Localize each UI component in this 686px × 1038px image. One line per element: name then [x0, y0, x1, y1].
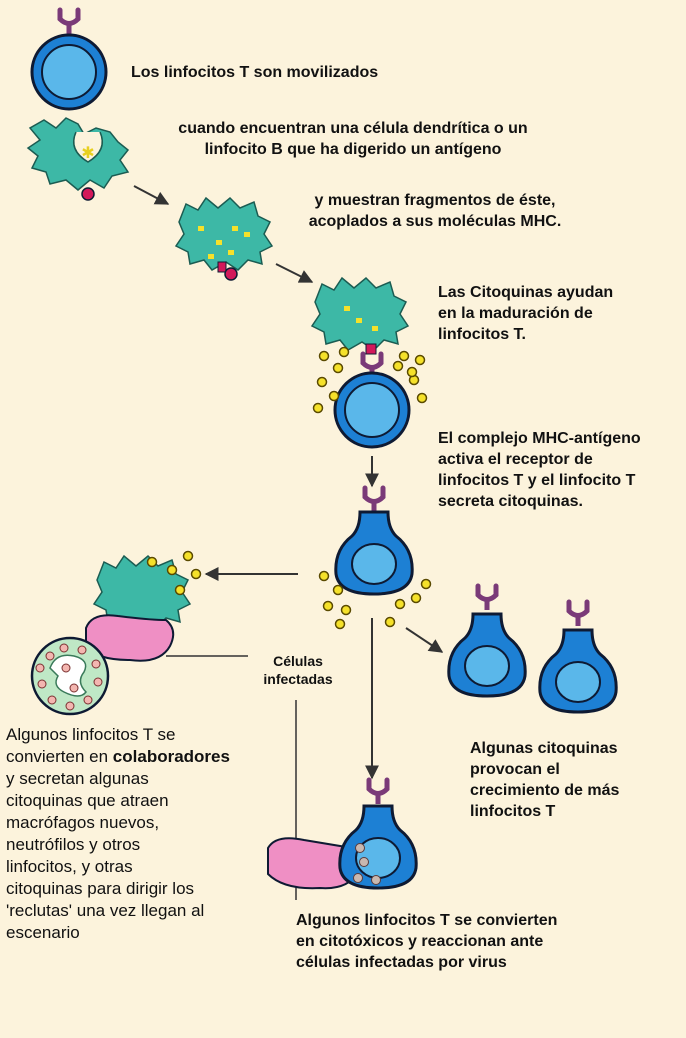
caption-helpers-post: y secretan algunas citoquinas que atraen… — [6, 769, 205, 942]
caption-cytotoxic-bold: citotóxicos — [319, 933, 404, 950]
arrow-1 — [133, 185, 170, 205]
caption-helpers: Algunos linfocitos T se convierten en co… — [6, 724, 286, 944]
new-t-cell-1 — [447, 586, 527, 698]
antigen-icon: ✱ — [81, 143, 94, 162]
caption-cytotoxic: Algunos linfocitos T se convierten en ci… — [296, 910, 676, 973]
helper-t-cell-group — [85, 550, 202, 662]
caption-growth: Algunas citoquinas provocan el crecimien… — [470, 740, 620, 820]
caption-dendritic: cuando encuentran una célula dendrítica … — [178, 120, 528, 158]
caption-mhc-complex: El complejo MHC-antígeno activa el recep… — [438, 430, 641, 510]
arrow-2 — [275, 263, 314, 283]
dendritic-cell-fragments — [175, 197, 273, 281]
caption-cytotoxic-pre: Algunos linfocitos T se convierten en — [296, 912, 558, 950]
caption-helpers-bold: colaboradores — [112, 747, 230, 766]
cytotoxic-t-cell-group — [267, 780, 418, 890]
caption-mobilized: Los linfocitos T son movilizados — [131, 64, 379, 81]
activated-t-cell — [318, 488, 432, 630]
arrow-growth — [405, 627, 444, 653]
new-t-cell-2 — [538, 602, 618, 714]
caption-cytokines-help: Las Citoquinas ayudan en la maduración d… — [438, 284, 614, 343]
caption-fragments: y muestran fragmentos de éste, acoplados… — [308, 192, 562, 230]
caption-helpers-pre: Algunos linfocitos T se convierten en — [6, 725, 176, 766]
caption-cytotoxic-post: y reaccionan ante células infectadas por… — [296, 933, 544, 971]
t-cell-mobilized — [30, 10, 108, 111]
macrophage — [30, 636, 110, 716]
caption-infected-cells: Células infectadas — [263, 653, 333, 687]
antigen-presentation — [311, 277, 428, 449]
dendritic-cell-digesting: ✱ — [26, 117, 130, 201]
